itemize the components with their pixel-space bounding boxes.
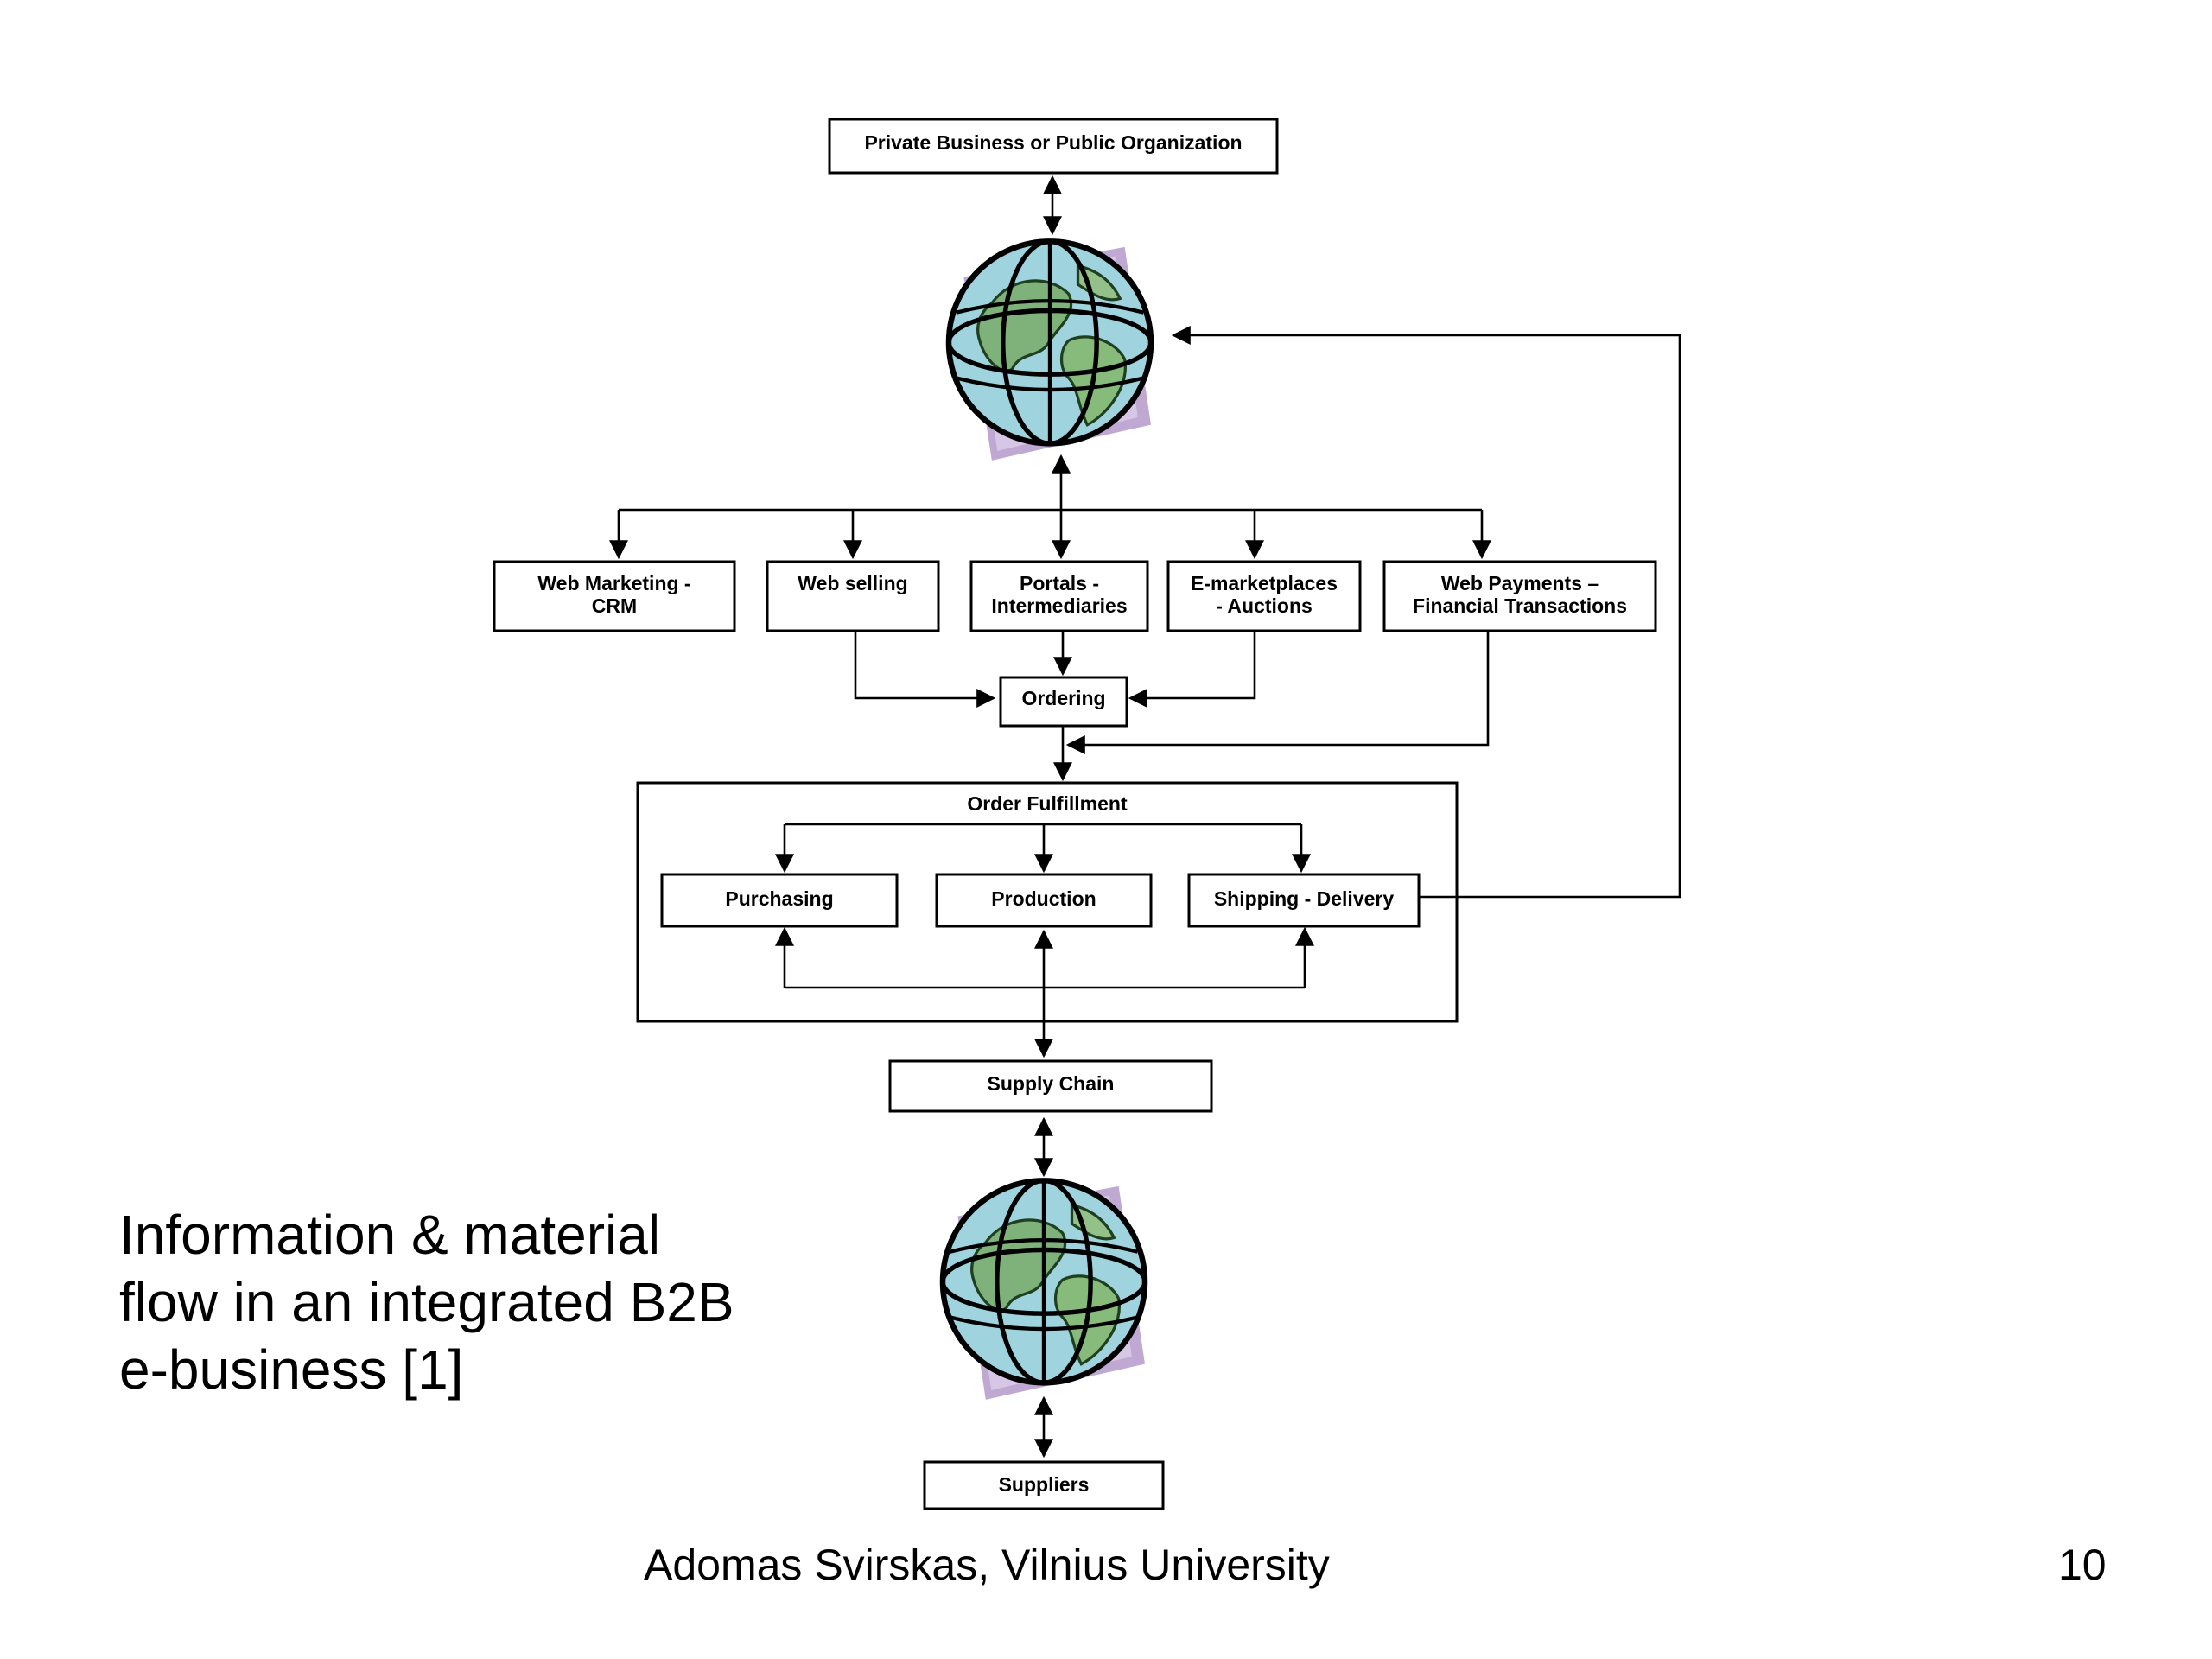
- footer-author: Adomas Svirskas, Vilnius University: [644, 1541, 1330, 1589]
- channel-label-line1: Web selling: [798, 572, 907, 594]
- node-suppliers-label: Suppliers: [999, 1473, 1090, 1496]
- node-supply-chain-label: Supply Chain: [988, 1072, 1115, 1095]
- page-number: 10: [2058, 1541, 2107, 1589]
- step-label: Production: [991, 887, 1096, 910]
- channel-web-marketing: Web Marketing - CRM: [493, 560, 736, 632]
- caption-line: Information & material: [119, 1204, 661, 1266]
- channel-label-line1: Portals -: [1020, 572, 1099, 594]
- step-production: Production: [935, 873, 1153, 928]
- channel-e-marketplaces: E-marketplaces - Auctions: [1166, 560, 1362, 632]
- slide-caption: Information & material flow in an integr…: [119, 1201, 776, 1403]
- step-shipping-delivery: Shipping - Delivery: [1187, 873, 1421, 928]
- channel-portals: Portals - Intermediaries: [969, 560, 1149, 632]
- channel-label-line2: Intermediaries: [991, 594, 1127, 617]
- step-purchasing: Purchasing: [660, 873, 899, 928]
- channel-label-line2: Financial Transactions: [1413, 594, 1627, 617]
- channel-label-line1: Web Payments –: [1441, 572, 1599, 594]
- step-label: Shipping - Delivery: [1214, 887, 1395, 910]
- order-fulfillment-group: Order Fulfillment: [636, 781, 1459, 1023]
- channel-label-line1: Web Marketing -: [537, 572, 690, 594]
- node-organization: Private Business or Public Organization: [828, 118, 1279, 175]
- node-supply-chain: Supply Chain: [888, 1059, 1213, 1113]
- node-organization-label: Private Business or Public Organization: [864, 131, 1242, 154]
- connector-lines: [609, 175, 1681, 1459]
- channel-web-payments: Web Payments – Financial Transactions: [1382, 560, 1657, 632]
- globe-icon: [943, 1180, 1145, 1400]
- order-fulfillment-title: Order Fulfillment: [967, 792, 1128, 815]
- channel-web-selling: Web selling: [766, 560, 940, 632]
- node-suppliers: Suppliers: [923, 1460, 1165, 1510]
- globe-icon: [949, 241, 1151, 461]
- node-ordering: Ordering: [999, 676, 1128, 728]
- caption-line: flow in an integrated B2B: [119, 1271, 734, 1333]
- node-ordering-label: Ordering: [1021, 687, 1105, 709]
- channel-label-line2: - Auctions: [1216, 594, 1313, 617]
- channel-label-line1: E-marketplaces: [1191, 572, 1338, 594]
- step-label: Purchasing: [725, 887, 833, 910]
- channel-label-line2: CRM: [592, 594, 637, 617]
- caption-line: e-business [1]: [119, 1338, 464, 1401]
